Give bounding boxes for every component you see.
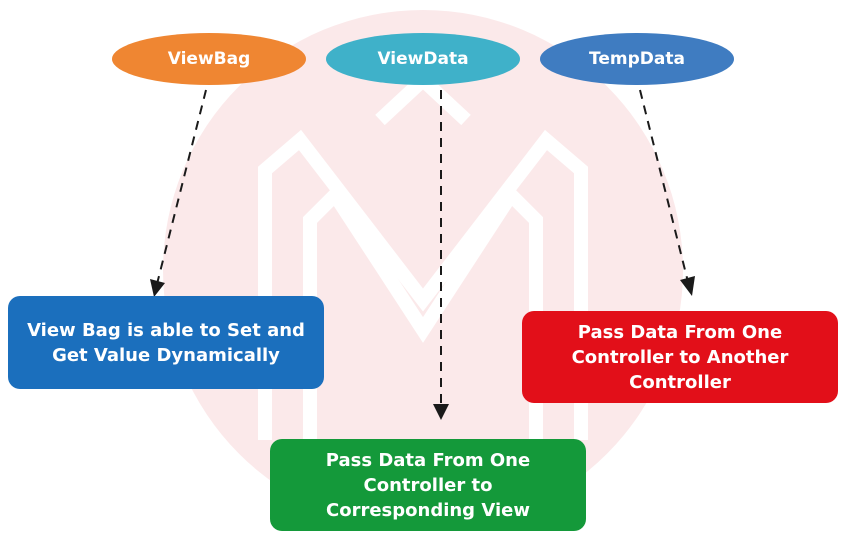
tempdata-description-line-2: Controller to Another — [571, 346, 789, 368]
viewdata-description-line-2: Controller to — [363, 474, 493, 496]
arrowhead-viewbag — [150, 279, 165, 297]
watermark-m-outer — [258, 129, 588, 440]
tempdata-description-box: Pass Data From One Controller to Another… — [522, 311, 838, 403]
tempdata-node: TempData — [540, 33, 734, 85]
tempdata-description-line-3: Controller — [629, 371, 731, 393]
tempdata-description-line-1: Pass Data From One — [577, 321, 783, 343]
viewbag-node: ViewBag — [112, 33, 306, 85]
viewdata-description-box: Pass Data From One Controller to Corresp… — [270, 439, 586, 531]
viewbag-description-line-2: Get Value Dynamically — [52, 344, 280, 366]
arrowhead-viewdata — [433, 404, 449, 420]
viewbag-description-line-1: View Bag is able to Set and — [27, 319, 305, 341]
watermark-m-inner — [303, 183, 543, 440]
viewdata-node-label: ViewData — [377, 49, 469, 69]
viewbag-node-label: ViewBag — [167, 49, 251, 69]
arrowhead-tempdata — [680, 276, 695, 296]
connector-tempdata — [639, 89, 689, 283]
viewbag-description-box: View Bag is able to Set and Get Value Dy… — [8, 296, 324, 389]
connector-viewbag — [156, 89, 207, 285]
viewdata-description-line-1: Pass Data From One — [325, 449, 531, 471]
viewdata-description-line-3: Corresponding View — [326, 499, 530, 521]
viewdata-node: ViewData — [326, 33, 520, 85]
tempdata-node-label: TempData — [589, 49, 685, 69]
